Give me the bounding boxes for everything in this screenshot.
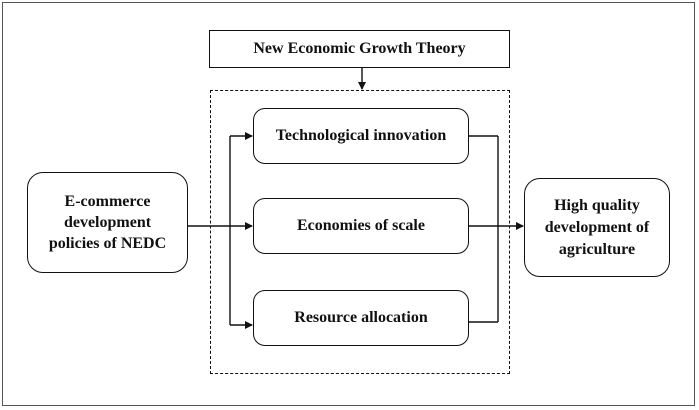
outcome-line-2: development of (544, 218, 650, 236)
policy-box: E-commerce development policies of NEDC (27, 172, 188, 273)
figure-frame (2, 2, 695, 406)
policy-line-1: E-commerce (64, 193, 151, 210)
mediating-mechanisms-dashed-region (210, 90, 510, 374)
outcome-box: High quality development of agriculture (524, 178, 670, 277)
policy-line-3: policies of NEDC (48, 235, 167, 252)
mechanism-label: Resource allocation (294, 309, 428, 326)
theory-label: New Economic Growth Theory (253, 40, 466, 57)
mechanism-box-technological-innovation: Technological innovation (253, 108, 469, 164)
mechanism-label: Technological innovation (275, 127, 447, 144)
outcome-line-1: High quality (554, 196, 640, 214)
mechanism-box-resource-allocation: Resource allocation (253, 290, 469, 346)
mechanism-box-economies-of-scale: Economies of scale (253, 198, 469, 254)
mechanism-label: Economies of scale (297, 217, 425, 234)
theory-box: New Economic Growth Theory (209, 30, 510, 68)
outcome-line-3: agriculture (558, 240, 636, 258)
policy-line-2: development (63, 214, 152, 231)
